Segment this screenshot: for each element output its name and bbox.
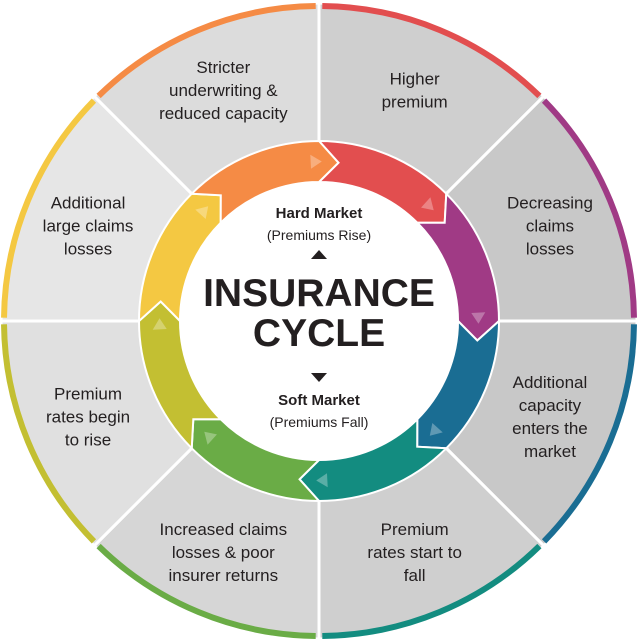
arrow-marker-icon — [152, 318, 167, 330]
label-line: underwriting & — [169, 81, 278, 100]
label-line: premium — [382, 93, 448, 112]
title-line-1: INSURANCE — [203, 272, 435, 315]
segment-2-rim — [541, 324, 637, 544]
label-line: claims — [526, 216, 574, 235]
label-line: losses — [64, 239, 112, 258]
arrow-marker-icon — [429, 423, 443, 436]
label-line: losses — [526, 239, 574, 258]
label-line: insurer returns — [169, 566, 279, 585]
segment-3-rim — [322, 543, 542, 639]
label-line: rates begin — [46, 408, 130, 427]
segment-1-rim — [541, 98, 637, 318]
label-line: Increased claims — [160, 520, 288, 539]
up-triangle-icon — [311, 250, 327, 259]
hard-market-subtitle: (Premiums Rise) — [267, 227, 371, 243]
segment-4-rim — [96, 543, 316, 639]
segment-6-rim — [1, 98, 97, 318]
label-line: Stricter — [196, 58, 250, 77]
label-line: to rise — [65, 431, 111, 450]
label-line: market — [524, 442, 576, 461]
segment-6-label: Additional large claims losses — [43, 193, 134, 258]
down-triangle-icon — [311, 373, 327, 382]
label-line: reduced capacity — [159, 104, 288, 123]
hard-market-label: Hard Market — [276, 205, 363, 222]
center-circle — [180, 182, 458, 460]
label-line: Premium — [54, 385, 122, 404]
segment-4-label: Increased claims losses & poor insurer ret… — [160, 520, 288, 585]
arrow-marker-icon — [421, 197, 434, 211]
segment-5-label: Premium rates begin to rise — [46, 385, 130, 450]
soft-market-label: Soft Market — [278, 392, 360, 409]
arrow-marker-icon — [310, 154, 322, 169]
soft-market-subtitle: (Premiums Fall) — [270, 414, 369, 430]
segment-7-label: Stricter underwriting & reduced capacity — [159, 58, 288, 123]
arrow-marker-icon — [195, 206, 209, 219]
label-line: Decreasing — [507, 193, 593, 212]
arrow-marker-icon — [316, 473, 328, 488]
segment-0-rim — [322, 3, 542, 99]
label-line: Additional — [513, 373, 588, 392]
segment-3-label: Premium rates start to fall — [367, 520, 461, 585]
label-line: enters the — [512, 419, 588, 438]
arrow-marker-icon — [471, 312, 486, 324]
cycle-arrow-ring — [137, 139, 501, 503]
label-line: rates start to — [367, 543, 461, 562]
segment-2-label: Additional capacity enters the market — [512, 373, 588, 461]
label-line: capacity — [519, 396, 582, 415]
segment-0-label: Higher premium — [382, 70, 448, 112]
label-line: Additional — [51, 193, 126, 212]
label-line: large claims — [43, 216, 134, 235]
title-line-2: CYCLE — [253, 312, 385, 355]
label-line: Premium — [381, 520, 449, 539]
label-line: Higher — [390, 70, 440, 89]
label-line: losses & poor — [172, 543, 275, 562]
segment-7-rim — [96, 3, 316, 99]
segment-5-rim — [1, 324, 97, 544]
arrow-marker-icon — [204, 431, 217, 445]
segment-1-label: Decreasing claims losses — [507, 193, 593, 258]
label-line: fall — [404, 566, 426, 585]
